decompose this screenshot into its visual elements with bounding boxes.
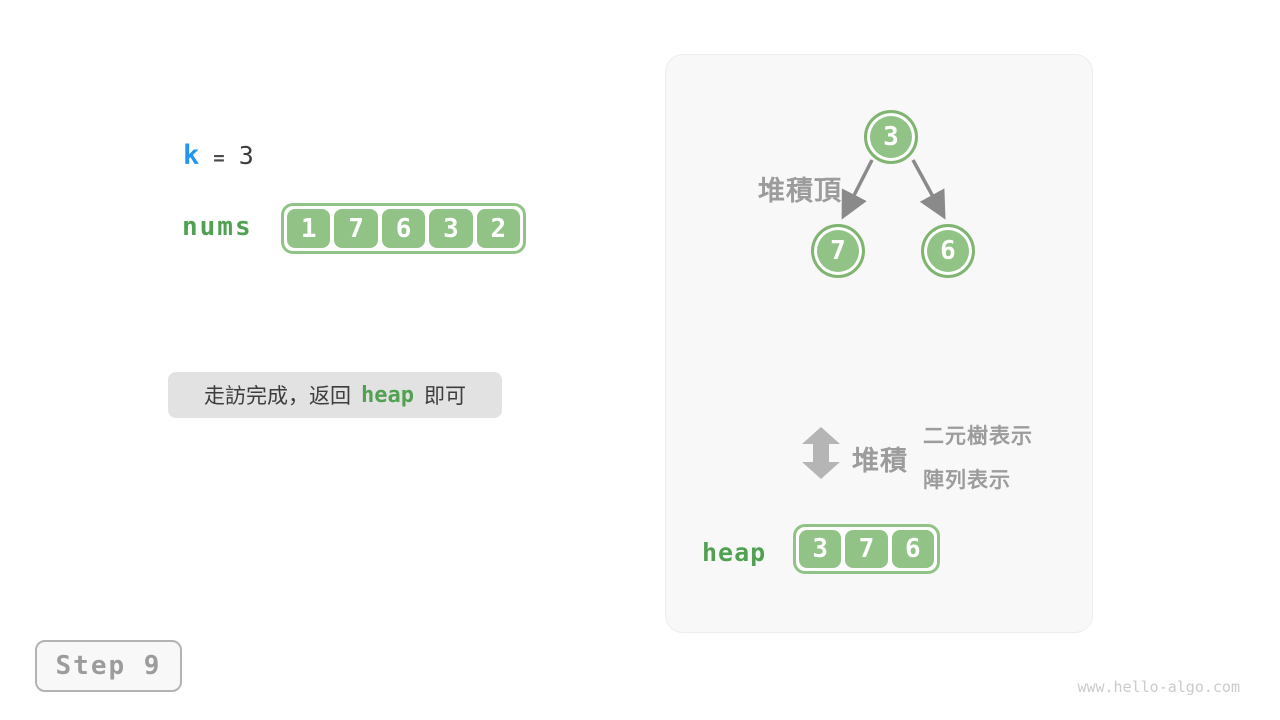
nums-label: nums [182,212,253,242]
tree-node-right: 6 [921,224,975,278]
array-cell: 7 [334,209,378,248]
array-cell: 3 [429,209,473,248]
array-cell: 6 [891,530,934,568]
edge-arrow-right [911,159,946,220]
edge-arrow-left [841,159,874,220]
k-variable: k [183,140,200,171]
array-cell: 3 [799,530,842,568]
k-assignment: k = 3 [183,140,254,172]
updown-arrow-icon [802,427,840,479]
tree-representation-label: 二元樹表示 [923,424,1033,448]
equals-sign: = [213,147,225,169]
array-cell: 6 [381,209,426,248]
k-value: 3 [238,141,254,170]
array-cell: 1 [287,209,331,248]
callout-code-heap: heap [361,382,414,408]
array-cell: 7 [845,530,888,568]
tree-node-root: 3 [864,110,918,164]
array-representation-label: 陣列表示 [923,468,1011,492]
heap-top-label: 堆積頂 [758,176,842,207]
heap-cjk-label: 堆積 [852,446,908,477]
watermark: www.hello-algo.com [1077,678,1240,696]
heap-array: 3 7 6 [793,524,940,574]
callout-message: 走訪完成，返回 heap 即可 [168,372,502,418]
step-badge: Step 9 [35,640,182,692]
tree-node-left: 7 [811,224,865,278]
callout-prefix: 走訪完成，返回 [204,384,351,408]
heap-array-label: heap [702,538,767,567]
callout-suffix: 即可 [423,384,466,408]
array-cell: 2 [476,209,521,248]
heap-panel: 堆積頂 3 7 6 堆積 二元樹表示 陣列表示 heap 3 7 6 [665,54,1093,633]
step-label: Step 9 [55,651,162,681]
nums-array: 1 7 6 3 2 [281,203,526,254]
